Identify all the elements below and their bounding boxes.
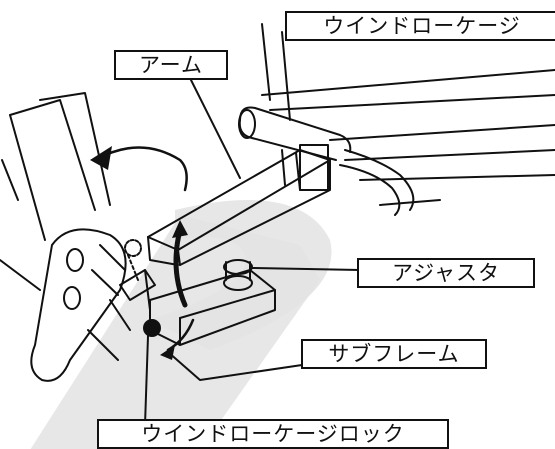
label-window-cage-lock: ウインドローケージロック <box>97 419 449 449</box>
adjuster-leader-line <box>251 267 361 271</box>
window-cage-rails <box>261 69 555 206</box>
pillar <box>0 92 111 291</box>
label-subframe: サブフレーム <box>301 339 487 369</box>
subframe-leader-line <box>167 351 303 381</box>
label-window-cage: ウインドローケージ <box>285 11 555 41</box>
hinge-plate <box>30 228 131 382</box>
label-adjuster: アジャスタ <box>357 258 535 288</box>
window-cage-tube <box>238 23 415 216</box>
arm-leader-line <box>189 77 241 179</box>
label-arm: アーム <box>114 50 228 80</box>
lock-leader-line <box>144 335 149 426</box>
lock-lever <box>119 239 161 337</box>
arrowheads <box>90 146 188 360</box>
